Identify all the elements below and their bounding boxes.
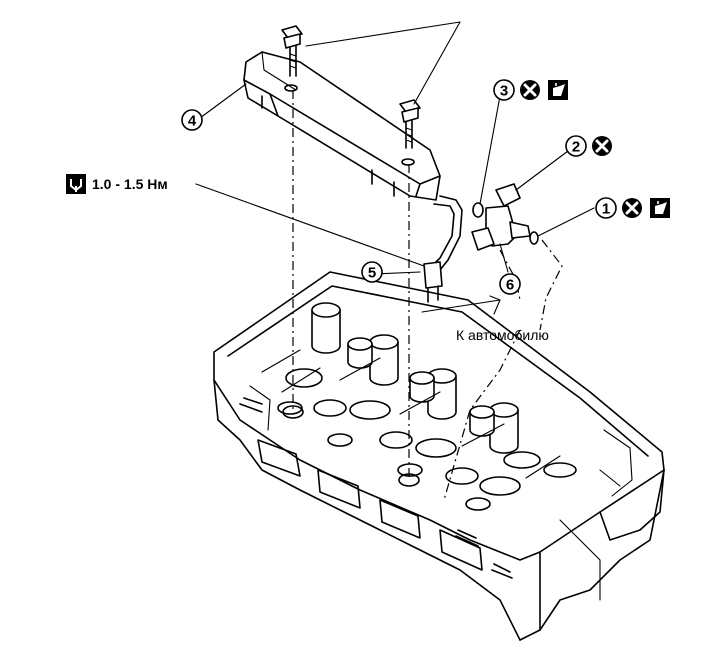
callout-4: 4 (181, 109, 203, 131)
callout-6: 6 (499, 273, 521, 295)
do-not-reuse-icon (592, 136, 612, 156)
callout-1-number: 1 (602, 201, 610, 218)
callout-3-number: 3 (500, 83, 508, 100)
callout-2: 2 (565, 135, 587, 157)
callout-5: 5 (361, 261, 383, 283)
rail-bolts (281, 21, 461, 149)
callout-2-number: 2 (572, 139, 580, 156)
callout-1: 1 (595, 197, 617, 219)
callout-4-number: 4 (188, 113, 197, 130)
torque-spec-label: 1.0 - 1.5 Нм (92, 176, 168, 192)
valve-lifters (311, 302, 519, 454)
do-not-reuse-icon (622, 198, 642, 218)
cylinder-head (213, 271, 665, 641)
callout-5-number: 5 (368, 265, 376, 282)
vehicle-side-label: К автомобилю (456, 327, 549, 343)
torque-wrench-icon (66, 174, 86, 194)
do-not-reuse-icon (520, 80, 540, 100)
callout-3: 3 (493, 79, 515, 101)
apply-oil-icon (548, 80, 568, 100)
fuel-rail (243, 51, 463, 271)
injector-assembly (195, 83, 595, 315)
callout-6-number: 6 (506, 277, 514, 294)
apply-oil-icon (650, 198, 670, 218)
